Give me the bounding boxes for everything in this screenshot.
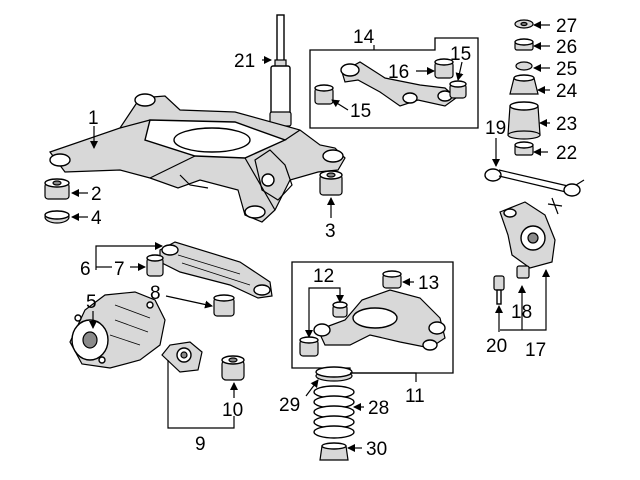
knuckle-icon bbox=[499, 201, 556, 269]
callout-25: 25 bbox=[556, 59, 577, 80]
arm-group-box-14 bbox=[309, 37, 479, 129]
callout-5: 5 bbox=[86, 292, 97, 313]
callout-27: 27 bbox=[556, 16, 577, 37]
callout-labels: 1 2 3 4 5 6 7 8 9 10 11 12 13 14 15 15 1… bbox=[80, 16, 578, 460]
washer-icon bbox=[44, 210, 70, 224]
callout-2: 2 bbox=[91, 184, 102, 205]
callout-30: 30 bbox=[366, 439, 387, 460]
spring-seat-stack-icon bbox=[507, 19, 541, 156]
callout-28: 28 bbox=[368, 398, 389, 419]
bushing-icon bbox=[434, 58, 454, 79]
crossmember-icon bbox=[49, 93, 346, 223]
lower-control-arm-icon bbox=[313, 289, 446, 351]
leader-lines bbox=[71, 21, 550, 452]
differential-icon bbox=[69, 291, 166, 369]
callout-4: 4 bbox=[91, 208, 102, 229]
callout-12: 12 bbox=[313, 266, 334, 287]
bushing-icon bbox=[44, 178, 70, 200]
ball-joint-icon bbox=[493, 275, 505, 305]
differential-mount-icon bbox=[161, 341, 203, 373]
bushing-icon bbox=[221, 355, 245, 381]
lower-arm-icon bbox=[159, 241, 273, 299]
callout-1: 1 bbox=[88, 108, 99, 129]
bushing-icon bbox=[213, 294, 235, 317]
callout-13: 13 bbox=[418, 273, 439, 294]
bushing-icon bbox=[299, 336, 319, 357]
upper-arm-icon bbox=[340, 61, 457, 107]
callout-14: 14 bbox=[353, 27, 375, 48]
callout-9: 9 bbox=[195, 434, 206, 455]
callout-21: 21 bbox=[234, 51, 255, 72]
callout-16: 16 bbox=[388, 62, 409, 83]
callout-24: 24 bbox=[556, 81, 578, 102]
callout-3: 3 bbox=[325, 221, 336, 242]
callout-18: 18 bbox=[511, 302, 532, 323]
callout-15-right: 15 bbox=[450, 44, 471, 65]
callout-10: 10 bbox=[222, 400, 243, 421]
callout-29: 29 bbox=[279, 395, 300, 416]
callout-23: 23 bbox=[556, 114, 577, 135]
coil-spring-icon bbox=[313, 366, 355, 461]
bushing-icon bbox=[146, 254, 164, 277]
bushing-icon bbox=[332, 301, 348, 318]
callout-15-left: 15 bbox=[350, 101, 371, 122]
callout-26: 26 bbox=[556, 37, 577, 58]
shock-absorber-icon bbox=[269, 14, 292, 136]
bolt-icon bbox=[516, 265, 530, 279]
callout-8: 8 bbox=[150, 283, 161, 304]
callout-22: 22 bbox=[556, 143, 577, 164]
link-rod-icon bbox=[484, 168, 585, 215]
callout-11: 11 bbox=[405, 386, 425, 407]
callout-17: 17 bbox=[525, 340, 546, 361]
callout-20: 20 bbox=[486, 336, 507, 357]
callout-7: 7 bbox=[114, 259, 125, 280]
bushing-icon bbox=[319, 170, 343, 196]
bushing-icon bbox=[382, 270, 402, 289]
callout-19: 19 bbox=[485, 118, 506, 139]
bushing-icon bbox=[449, 80, 467, 99]
callout-6: 6 bbox=[80, 259, 91, 280]
bushing-icon bbox=[314, 84, 334, 105]
